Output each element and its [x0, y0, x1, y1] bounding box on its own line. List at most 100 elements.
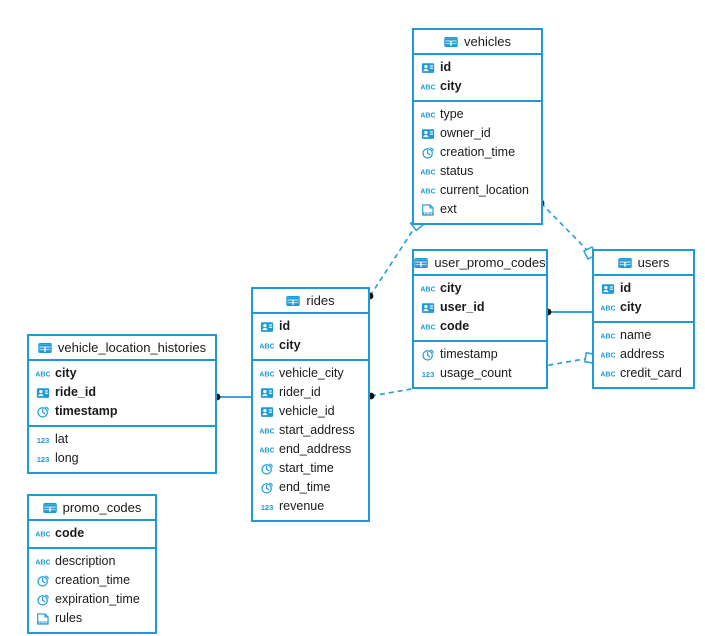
primary-key-row[interactable]: ABC city [253, 336, 368, 355]
column-label: end_time [279, 480, 331, 495]
svg-text:ABC: ABC [421, 111, 435, 119]
table-icon [286, 295, 301, 306]
clock-icon [422, 147, 434, 159]
clock-icon [37, 594, 49, 606]
svg-text:ABC: ABC [260, 427, 274, 435]
column-row[interactable]: creation_time [414, 143, 541, 162]
column-row[interactable]: expiration_time [29, 590, 155, 609]
svg-text:ABC: ABC [421, 285, 435, 293]
relationship-vlh-to-rides[interactable] [213, 393, 251, 401]
table-title-bar[interactable]: promo_codes [29, 496, 155, 521]
abc-string-icon: ABC [260, 342, 274, 350]
relationship-line [369, 223, 418, 297]
primary-key-label: id [279, 319, 291, 334]
abc-string-icon: ABC [421, 323, 435, 331]
abc-string-icon: ABC [601, 370, 615, 378]
svg-text:ABC: ABC [421, 168, 435, 176]
primary-key-label: city [279, 338, 301, 353]
uuid-badge-icon [36, 387, 50, 398]
abc-string-icon: ABC [421, 187, 435, 195]
abc-string-icon: ABC [421, 83, 435, 91]
column-row[interactable]: start_time [253, 459, 368, 478]
primary-key-row[interactable]: timestamp [29, 402, 215, 421]
table-title-bar[interactable]: vehicles [414, 30, 541, 55]
column-row[interactable]: end_time [253, 478, 368, 497]
table-title-bar[interactable]: vehicle_location_histories [29, 336, 215, 361]
column-label: revenue [279, 499, 325, 514]
123-number-icon: 123 [422, 369, 435, 378]
primary-key-label: code [440, 319, 470, 334]
abc-string-icon: ABC [36, 530, 50, 538]
primary-key-row[interactable]: ABC code [414, 317, 546, 336]
primary-key-label: city [620, 300, 642, 315]
table-icon [617, 257, 632, 268]
uuid-badge-icon [421, 302, 435, 313]
primary-key-row[interactable]: user_id [414, 298, 546, 317]
primary-key-row[interactable]: id [594, 279, 693, 298]
table-title-bar[interactable]: users [594, 251, 693, 276]
column-row[interactable]: timestamp [414, 345, 546, 364]
svg-text:ABC: ABC [260, 342, 274, 350]
column-label: timestamp [440, 347, 498, 362]
relationship-upc-to-users[interactable] [544, 308, 592, 316]
primary-key-row[interactable]: ride_id [29, 383, 215, 402]
primary-key-row[interactable]: id [253, 317, 368, 336]
column-row[interactable]: owner_id [414, 124, 541, 143]
column-row[interactable]: creation_time [29, 571, 155, 590]
column-row[interactable]: vehicle_id [253, 402, 368, 421]
uuid-badge-icon [601, 283, 615, 294]
column-row[interactable]: ABC status [414, 162, 541, 181]
primary-key-label: city [55, 366, 77, 381]
primary-key-label: id [620, 281, 632, 296]
primary-key-row[interactable]: id [414, 58, 541, 77]
table-title-bar[interactable]: user_promo_codes [414, 251, 546, 276]
column-label: vehicle_id [279, 404, 335, 419]
column-label: long [55, 451, 79, 466]
svg-text:ABC: ABC [601, 304, 615, 312]
svg-text:ABC: ABC [601, 332, 615, 340]
column-row[interactable]: rider_id [253, 383, 368, 402]
svg-text:ABC: ABC [421, 187, 435, 195]
abc-string-icon: ABC [601, 351, 615, 359]
table-name-label: rides [306, 293, 335, 308]
table-title-bar[interactable]: rides [253, 289, 368, 314]
123-number-icon: 123 [37, 435, 50, 444]
primary-key-row[interactable]: ABC city [594, 298, 693, 317]
svg-text:ABC: ABC [260, 446, 274, 454]
column-label: status [440, 164, 474, 179]
abc-string-icon: ABC [260, 427, 274, 435]
abc-string-icon: ABC [421, 111, 435, 119]
column-label: vehicle_city [279, 366, 344, 381]
